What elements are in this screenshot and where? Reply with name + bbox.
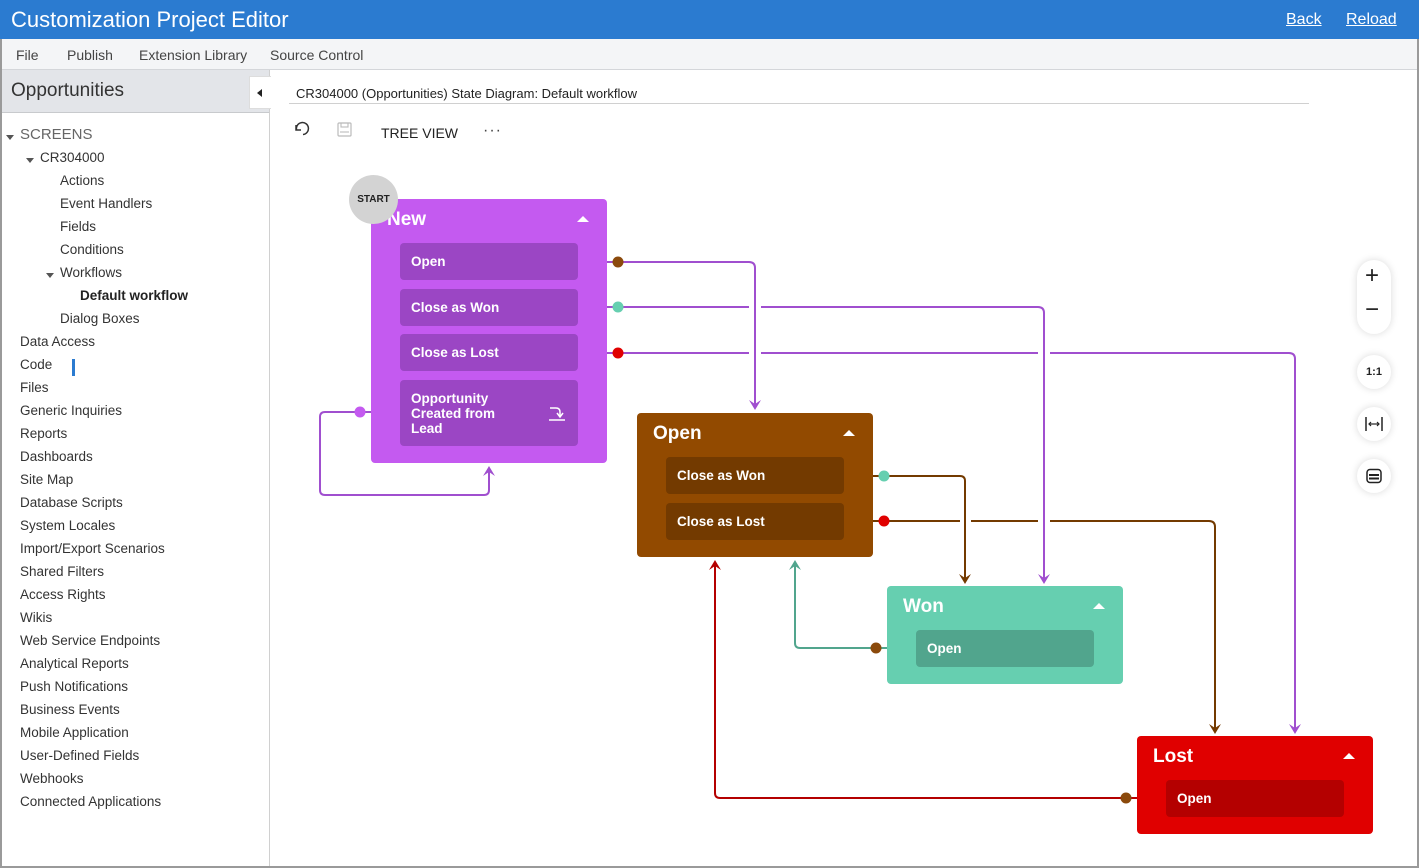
tree-view-button[interactable]: TREE VIEW	[381, 125, 459, 141]
tree-item-generic-inquiries[interactable]: Generic Inquiries	[20, 403, 123, 418]
state-won[interactable]: Won Open	[887, 586, 1123, 684]
menu-file[interactable]: File	[16, 47, 39, 63]
tree-item-mobile-application[interactable]: Mobile Application	[20, 725, 129, 740]
tree-item-workflows[interactable]: Workflows	[60, 265, 123, 280]
page-title: CR304000 (Opportunities) State Diagram: …	[296, 86, 638, 101]
divider	[289, 103, 1309, 104]
tree-item-database-scripts[interactable]: Database Scripts	[20, 495, 123, 510]
tree-item-data-access[interactable]: Data Access	[20, 334, 96, 349]
start-marker: START	[349, 175, 398, 224]
state-name: Won	[903, 596, 944, 617]
action-open[interactable]: Open	[400, 243, 578, 280]
transition-new-open[interactable]	[579, 256, 761, 411]
app-title: Customization Project Editor	[11, 7, 289, 32]
state-name: Lost	[1153, 746, 1194, 767]
fit-width-icon	[1365, 417, 1383, 431]
transition-new-self-loop[interactable]	[319, 406, 495, 496]
tree-item-reports[interactable]: Reports	[20, 426, 68, 441]
action-close-as-won[interactable]: Close as Won	[400, 289, 578, 326]
tree-item-business-events[interactable]: Business Events	[20, 702, 120, 717]
expand-caret-icon[interactable]	[26, 158, 34, 163]
menu-extension-library[interactable]: Extension Library	[139, 47, 248, 63]
tree-item-wikis[interactable]: Wikis	[20, 610, 53, 625]
action-open[interactable]: Open	[1166, 780, 1344, 817]
tree-item-analytical-reports[interactable]: Analytical Reports	[20, 656, 129, 671]
tree-item-web-service-endpoints[interactable]: Web Service Endpoints	[20, 633, 161, 648]
zoom-control-group: + −	[1357, 260, 1391, 334]
zoom-out-button[interactable]: −	[1365, 296, 1380, 323]
action-close-as-lost[interactable]: Close as Lost	[400, 334, 578, 371]
action-opportunity-created-from-lead[interactable]: Opportunity Created from Lead	[400, 380, 578, 446]
menu-bar: File Publish Extension Library Source Co…	[2, 39, 1417, 70]
actual-size-button[interactable]: 1:1	[1357, 355, 1391, 389]
zoom-in-button[interactable]: +	[1365, 262, 1380, 289]
more-options-button[interactable]: ···	[483, 122, 502, 139]
tree-item-actions[interactable]: Actions	[60, 173, 105, 188]
tree-item-fields[interactable]: Fields	[60, 219, 97, 234]
menu-publish[interactable]: Publish	[67, 47, 113, 63]
transition-open-won[interactable]	[844, 470, 971, 585]
tree-item-dialog-boxes[interactable]: Dialog Boxes	[60, 311, 140, 326]
sidebar: Opportunities SCREENS CR304000 Actions E…	[2, 70, 271, 866]
action-open[interactable]: Open	[916, 630, 1094, 667]
tree-item-event-handlers[interactable]: Event Handlers	[60, 196, 153, 211]
tree-item-code[interactable]: Code	[20, 357, 53, 372]
transition-lost-open[interactable]	[709, 560, 1166, 804]
collapse-icon[interactable]	[843, 430, 855, 436]
tree-item-default-workflow[interactable]: Default workflow	[80, 288, 189, 303]
selection-indicator	[72, 359, 75, 376]
reload-link[interactable]: Reload	[1346, 11, 1397, 28]
state-open[interactable]: Open Close as Won Close as Lost	[637, 413, 873, 557]
undo-icon[interactable]	[292, 121, 310, 142]
diagram-panel: CR304000 (Opportunities) State Diagram: …	[271, 70, 1417, 866]
tree-section-screens[interactable]: SCREENS	[20, 126, 93, 143]
back-link[interactable]: Back	[1286, 11, 1322, 28]
state-lost[interactable]: Lost Open	[1137, 736, 1373, 834]
transition-new-won[interactable]	[579, 301, 1050, 585]
tree-item-system-locales[interactable]: System Locales	[20, 518, 116, 533]
tree-item-access-rights[interactable]: Access Rights	[20, 587, 106, 602]
state-new[interactable]: New Open Close as Won Close as Lost Oppo…	[371, 199, 607, 463]
tree-item-conditions[interactable]: Conditions	[60, 242, 124, 257]
collapse-icon[interactable]	[577, 216, 589, 222]
state-name: New	[387, 209, 427, 230]
collapse-icon[interactable]	[1343, 753, 1355, 759]
action-close-as-won[interactable]: Close as Won	[666, 457, 844, 494]
tree-item-site-map[interactable]: Site Map	[20, 472, 74, 487]
tree-item-screen[interactable]: CR304000	[40, 150, 105, 165]
save-icon[interactable]	[337, 122, 352, 142]
tree-item-connected-applications[interactable]: Connected Applications	[20, 794, 162, 809]
state-name: Open	[653, 423, 702, 444]
fit-width-button[interactable]	[1357, 407, 1391, 441]
action-close-as-lost[interactable]: Close as Lost	[666, 503, 844, 540]
tree-item-files[interactable]: Files	[20, 380, 49, 395]
tree-item-shared-filters[interactable]: Shared Filters	[20, 564, 105, 579]
tree-item-push-notifications[interactable]: Push Notifications	[20, 679, 129, 694]
action-label: Opportunity Created from Lead	[411, 390, 496, 436]
transition-new-lost[interactable]	[579, 347, 1301, 735]
tree-item-user-defined-fields[interactable]: User-Defined Fields	[20, 748, 140, 763]
initial-action-icon	[548, 404, 566, 425]
minimap-toggle-button[interactable]	[1357, 459, 1391, 493]
expand-caret-icon[interactable]	[46, 273, 54, 278]
expand-caret-icon[interactable]	[6, 135, 14, 140]
sidebar-header: Opportunities	[2, 70, 269, 113]
transition-won-open[interactable]	[789, 560, 916, 654]
transition-connectors	[319, 256, 1301, 804]
title-bar: Customization Project Editor Back Reload	[0, 0, 1419, 39]
tree-item-import-export-scenarios[interactable]: Import/Export Scenarios	[20, 541, 165, 556]
tree-item-dashboards[interactable]: Dashboards	[20, 449, 93, 464]
collapse-icon[interactable]	[1093, 603, 1105, 609]
sidebar-title: Opportunities	[11, 80, 125, 101]
tree-item-webhooks[interactable]: Webhooks	[20, 771, 84, 786]
collapse-sidebar-button[interactable]	[249, 76, 271, 109]
minimap-icon	[1366, 468, 1382, 484]
menu-source-control[interactable]: Source Control	[270, 47, 364, 63]
